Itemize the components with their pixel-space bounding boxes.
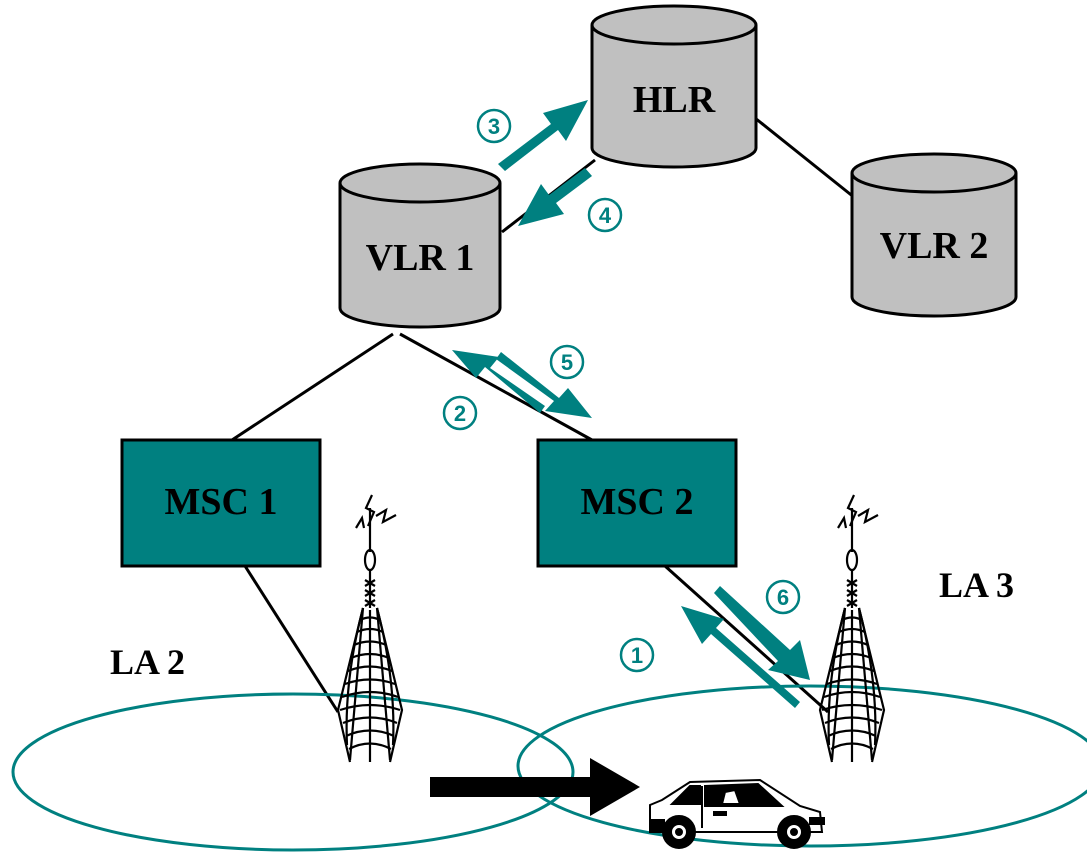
arrow-step-2 (452, 350, 545, 413)
la3-label: LA 3 (939, 565, 1014, 605)
la2-label: LA 2 (110, 642, 185, 682)
msc2-label: MSC 2 (581, 481, 694, 523)
step-number-5: 5 (561, 350, 573, 375)
msc1-box[interactable]: MSC 1 (120, 438, 322, 568)
car-icon (649, 778, 825, 849)
arrow-step-5 (496, 352, 592, 418)
step-number-4: 4 (599, 203, 612, 228)
vlr1-label: VLR 1 (366, 237, 475, 279)
link-msc1-bts-la2 (243, 565, 340, 713)
step-marker-6: 6 (765, 579, 801, 615)
location-area-la3 (516, 684, 1087, 848)
vlr2-database[interactable]: VLR 2 (850, 152, 1018, 318)
step-number-6: 6 (777, 585, 789, 610)
link-vlr1-msc1 (231, 332, 394, 442)
step-number-2: 2 (454, 401, 466, 426)
vlr2-label: VLR 2 (880, 225, 989, 267)
hlr-label: HLR (633, 79, 716, 121)
step-marker-5: 5 (549, 344, 585, 380)
step-number-1: 1 (631, 643, 643, 668)
step-marker-3: 3 (476, 108, 512, 144)
link-msc2-bts-la3 (663, 564, 830, 714)
vlr1-database[interactable]: VLR 1 (338, 162, 502, 329)
step-markers: 3 4 5 2 6 1 (442, 108, 801, 673)
antenna-tower-icon (336, 494, 404, 763)
location-area-la2 (11, 692, 575, 852)
arrow-step-3 (498, 100, 588, 171)
signal-arrows (452, 100, 810, 708)
movement-arrow-icon (430, 758, 640, 816)
step-marker-4: 4 (587, 197, 623, 233)
arrow-step-1 (681, 606, 800, 708)
link-hlr-vlr2 (754, 116, 856, 200)
arrow-step-6 (714, 586, 810, 680)
step-number-3: 3 (488, 114, 500, 139)
step-marker-2: 2 (442, 395, 478, 431)
arrow-step-4 (518, 168, 592, 226)
antenna-tower-icon (818, 494, 886, 763)
connection-lines (231, 116, 856, 714)
hlr-database[interactable]: HLR (590, 4, 758, 169)
link-vlr1-msc2 (399, 332, 593, 442)
msc2-box[interactable]: MSC 2 (536, 438, 738, 568)
step-marker-1: 1 (619, 637, 655, 673)
msc1-label: MSC 1 (165, 481, 278, 523)
